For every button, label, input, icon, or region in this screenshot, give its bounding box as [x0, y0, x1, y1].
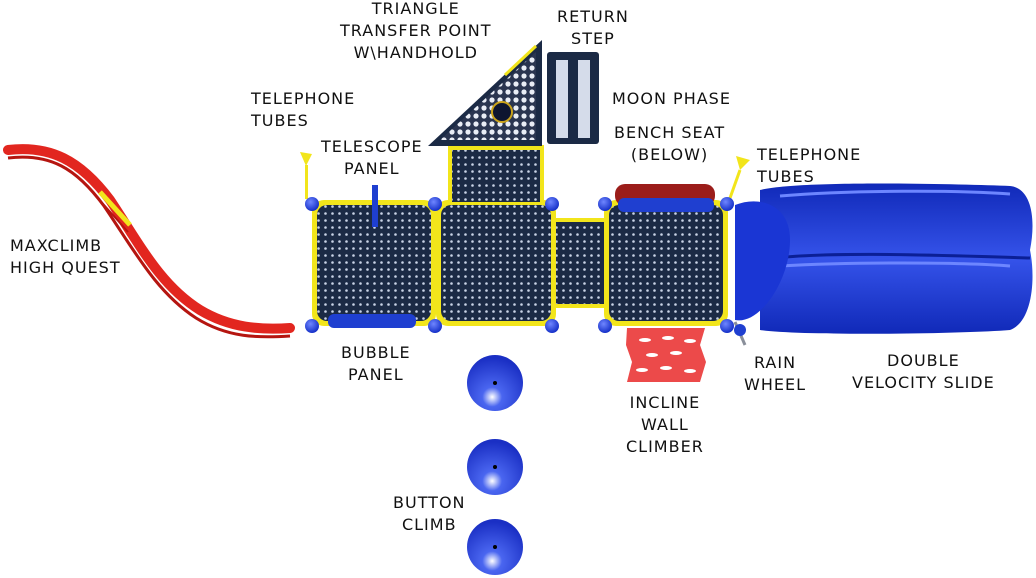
telephone-tube-left: [300, 152, 312, 199]
bridge: [553, 218, 607, 308]
deck-center: [436, 200, 556, 326]
incline-wall-climber: [626, 328, 706, 382]
deck-left: [312, 200, 436, 326]
bubble-panel: [328, 314, 416, 328]
button-climb: [467, 355, 523, 575]
maxclimb-high-quest: [3, 144, 295, 339]
posts: [305, 197, 734, 333]
deck-right: [604, 200, 728, 326]
triangle-transfer-point: [428, 40, 542, 146]
label-bench-seat: BENCH SEAT(BELOW): [614, 123, 726, 164]
double-velocity-slide: [735, 183, 1033, 334]
rain-wheel: [733, 321, 747, 346]
return-step: [547, 52, 599, 144]
label-moon-phase: MOON PHASE: [612, 89, 731, 108]
telephone-tube-right: [728, 156, 750, 199]
telescope: [372, 185, 378, 227]
step-deck: [448, 145, 544, 203]
bench-seat: [615, 184, 715, 212]
